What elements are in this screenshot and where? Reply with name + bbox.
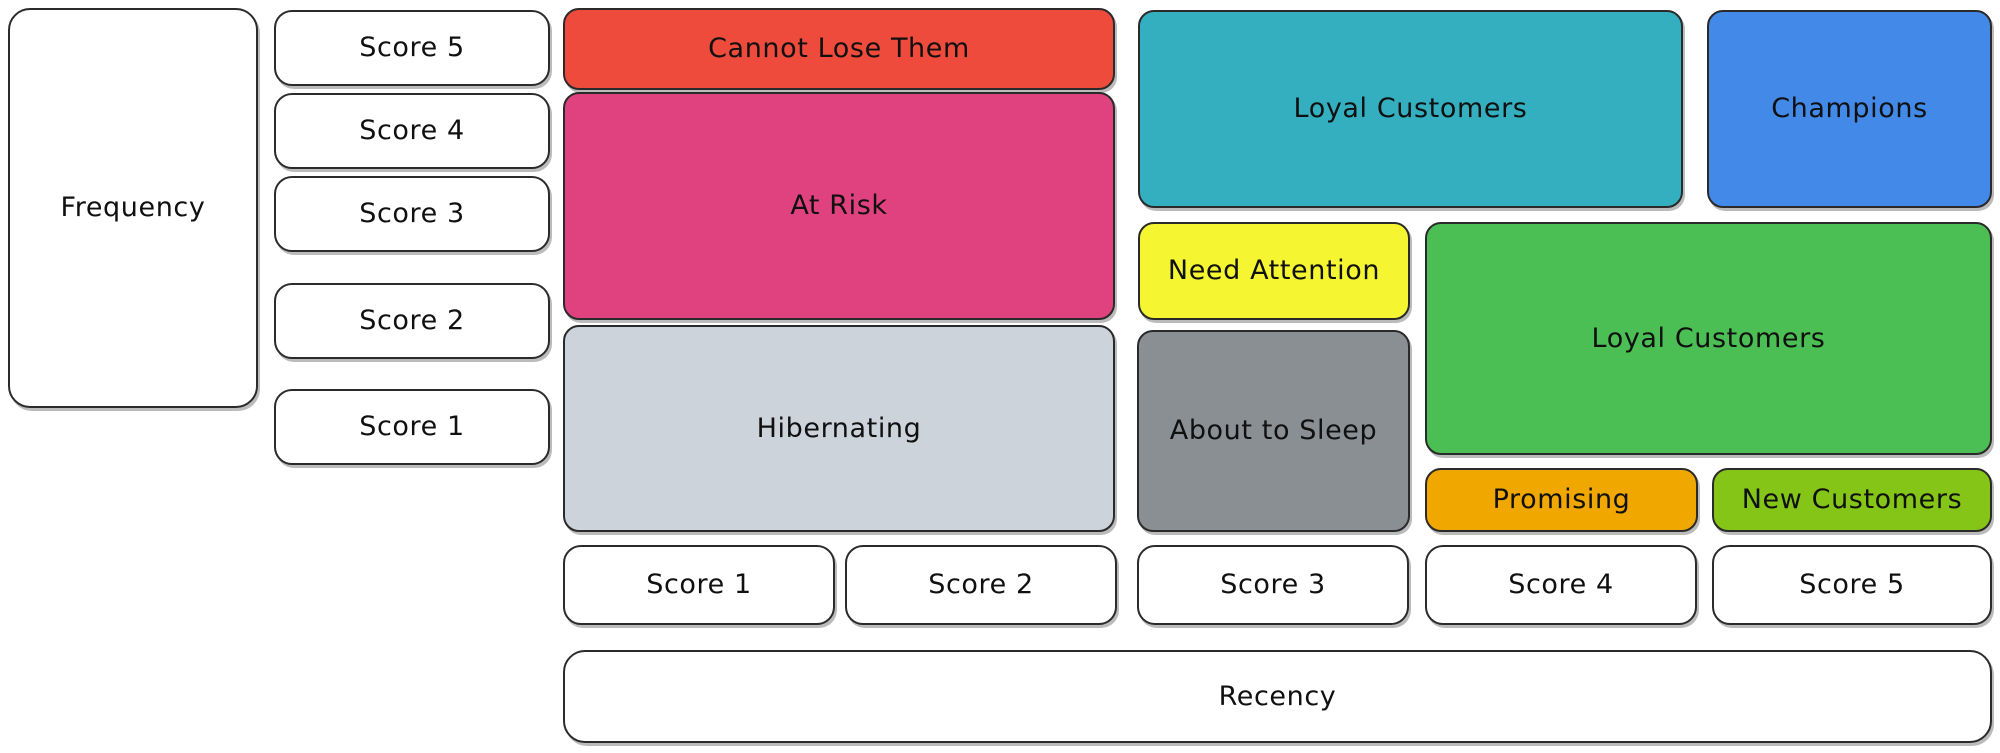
segment-loyal-customers-green-label: Loyal Customers [1591, 322, 1826, 354]
segment-need-attention[interactable]: Need Attention [1138, 222, 1410, 320]
recency-axis-label-box: Recency [563, 650, 1992, 743]
segment-hibernating[interactable]: Hibernating [563, 325, 1115, 532]
segment-loyal-customers-teal[interactable]: Loyal Customers [1138, 10, 1683, 208]
recency-axis-label: Recency [1218, 680, 1337, 712]
frequency-score-5[interactable]: Score 5 [274, 10, 550, 86]
frequency-score-5-label: Score 5 [359, 32, 465, 64]
segment-promising-label: Promising [1492, 484, 1631, 516]
frequency-score-3[interactable]: Score 3 [274, 176, 550, 252]
frequency-axis-label: Frequency [60, 192, 206, 224]
segment-about-to-sleep-label: About to Sleep [1169, 415, 1378, 447]
recency-score-2-label: Score 2 [928, 569, 1034, 601]
segment-cannot-lose-them[interactable]: Cannot Lose Them [563, 8, 1115, 90]
frequency-score-2[interactable]: Score 2 [274, 283, 550, 359]
recency-score-4-label: Score 4 [1508, 569, 1614, 601]
segment-loyal-customers-teal-label: Loyal Customers [1293, 93, 1528, 125]
segment-at-risk[interactable]: At Risk [563, 92, 1115, 320]
recency-score-4[interactable]: Score 4 [1425, 545, 1697, 625]
recency-score-1-label: Score 1 [646, 569, 752, 601]
segment-cannot-lose-them-label: Cannot Lose Them [708, 33, 970, 65]
segment-loyal-customers-green[interactable]: Loyal Customers [1425, 222, 1992, 455]
recency-score-3[interactable]: Score 3 [1137, 545, 1409, 625]
frequency-score-4[interactable]: Score 4 [274, 93, 550, 169]
segment-hibernating-label: Hibernating [756, 412, 922, 444]
segment-champions[interactable]: Champions [1707, 10, 1992, 208]
frequency-score-1[interactable]: Score 1 [274, 389, 550, 465]
segment-about-to-sleep[interactable]: About to Sleep [1137, 330, 1410, 532]
recency-score-5-label: Score 5 [1799, 569, 1905, 601]
segment-need-attention-label: Need Attention [1167, 255, 1381, 287]
segment-promising[interactable]: Promising [1425, 468, 1698, 532]
segment-new-customers-label: New Customers [1741, 484, 1963, 516]
segment-new-customers[interactable]: New Customers [1712, 468, 1992, 532]
frequency-score-3-label: Score 3 [359, 198, 465, 230]
frequency-score-4-label: Score 4 [359, 115, 465, 147]
recency-score-2[interactable]: Score 2 [845, 545, 1117, 625]
frequency-axis-label-box: Frequency [8, 8, 258, 408]
segment-champions-label: Champions [1771, 93, 1928, 125]
frequency-score-1-label: Score 1 [359, 411, 465, 443]
frequency-score-2-label: Score 2 [359, 305, 465, 337]
segment-at-risk-label: At Risk [790, 190, 888, 222]
recency-score-5[interactable]: Score 5 [1712, 545, 1992, 625]
recency-score-1[interactable]: Score 1 [563, 545, 835, 625]
recency-score-3-label: Score 3 [1220, 569, 1326, 601]
